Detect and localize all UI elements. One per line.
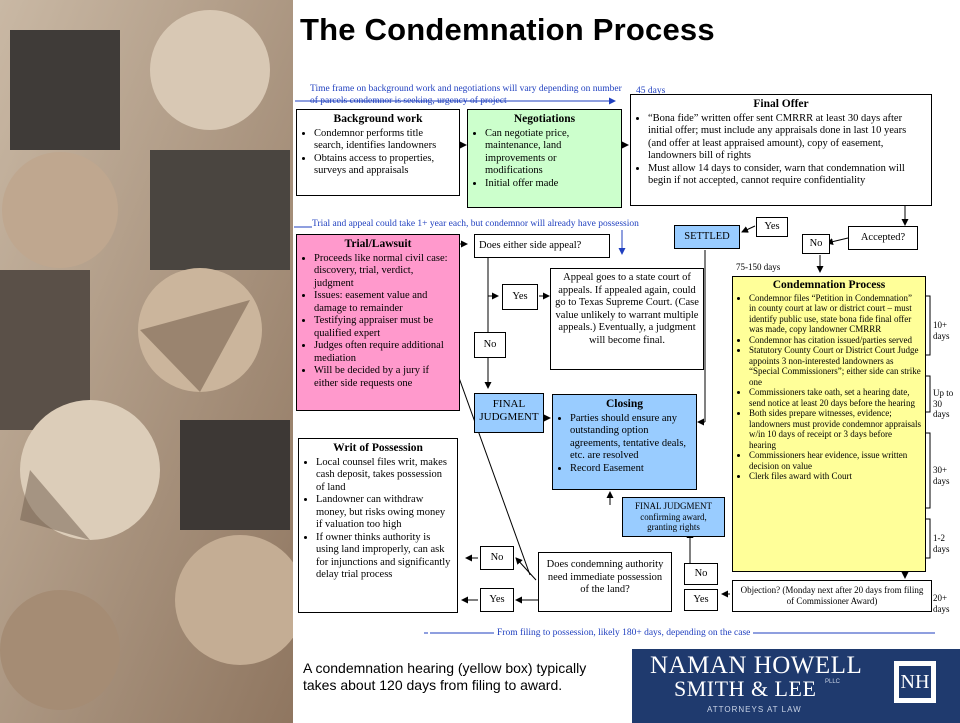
writ-of-possession-box: Writ of Possession Local counsel files w… (298, 438, 458, 613)
trial-item: Issues: easement value and damage to rem… (314, 290, 454, 315)
logo-line2: SMITH & LEE (674, 676, 817, 701)
negotiations-title: Negotiations (513, 113, 576, 125)
logo-sub: ATTORNEYS AT LAW (707, 705, 802, 714)
trial-time-note: Trial and appeal could take 1+ year each… (312, 219, 641, 230)
accepted-no-box: No (802, 234, 830, 254)
logo-pllc: PLLC (825, 679, 841, 685)
days-45-label: 45 days (636, 86, 666, 96)
condemnation-item: Condemnor has citation issued/parties se… (749, 335, 921, 346)
duration-label-2: Up to 30 days (933, 388, 954, 419)
condemnation-title: Condemnation Process (772, 279, 886, 291)
final-judgment-box: FINAL JUDGMENT (474, 393, 544, 433)
logo-line1: NAMAN HOWELL (650, 652, 863, 679)
trial-item: Proceeds like normal civil case: discove… (314, 253, 454, 291)
condemnation-item: Statutory County Court or District Court… (749, 345, 921, 387)
closing-item: Parties should ensure any outstanding op… (570, 413, 691, 463)
background-work-title: Background work (333, 113, 423, 125)
final-judgment-award-box: FINAL JUDGMENT confirming award, grantin… (622, 497, 725, 537)
condemnation-item: Both sides prepare witnesses, evidence; … (749, 408, 921, 450)
objection-no-box: No (684, 563, 718, 585)
duration-label-1: 10+ days (933, 320, 950, 341)
trial-item: Testifying appraiser must be qualified e… (314, 315, 454, 340)
possession-yes-box: Yes (480, 588, 514, 612)
appeal-no-box: No (474, 332, 506, 358)
negotiations-item: Can negotiate price, maintenance, land i… (485, 128, 616, 178)
writ-item: Landowner can withdraw money, but risks … (316, 494, 452, 532)
accepted-question-box: Accepted? (848, 226, 918, 250)
condemnation-item: Commissioners hear evidence, issue writt… (749, 450, 921, 471)
settled-box: SETTLED (674, 225, 740, 249)
possession-no-box: No (480, 546, 514, 570)
appeal-question-box: Does either side appeal? (474, 234, 610, 258)
negotiations-box: Negotiations Can negotiate price, mainte… (467, 109, 622, 208)
objection-yes-box: Yes (684, 589, 718, 611)
logo-mark-icon: NH (894, 661, 936, 703)
background-item: Condemnor performs title search, identif… (314, 128, 454, 153)
trial-title: Trial/Lawsuit (344, 238, 412, 250)
condemnation-item: Clerk files award with Court (749, 471, 921, 482)
final-offer-box: Final Offer “Bona fide” written offer se… (630, 94, 932, 206)
bottom-span-note: From filing to possession, likely 180+ d… (494, 628, 754, 639)
condemnation-item: Commissioners take oath, set a hearing d… (749, 387, 921, 408)
trial-item: Judges often require additional mediatio… (314, 340, 454, 365)
logo-mark-letters: NH (899, 666, 931, 698)
condemnation-process-box: Condemnation Process Condemnor files “Pe… (732, 276, 926, 572)
negotiations-item: Initial offer made (485, 178, 616, 191)
writ-item: If owner thinks authority is using land … (316, 532, 452, 582)
timeframe-note-line2: of parcels condemnor is seeking, urgency… (310, 96, 507, 106)
trial-item: Will be decided by a jury if either side… (314, 365, 454, 390)
condemnation-item: Condemnor files “Petition in Condemnatio… (749, 293, 921, 335)
writ-item: Local counsel files writ, makes cash dep… (316, 457, 452, 495)
background-item: Obtains access to properties, surveys an… (314, 153, 454, 178)
trial-lawsuit-box: Trial/Lawsuit Proceeds like normal civil… (296, 234, 460, 411)
final-offer-item: Must allow 14 days to consider, warn tha… (648, 163, 926, 188)
caption-text: A condemnation hearing (yellow box) typi… (303, 660, 587, 693)
duration-label-4: 1-2 days (933, 533, 950, 554)
objection-box: Objection? (Monday next after 20 days fr… (732, 580, 932, 612)
timeframe-note-line1: Time frame on background work and negoti… (310, 84, 622, 94)
accepted-yes-box: Yes (756, 217, 788, 237)
closing-box: Closing Parties should ensure any outsta… (552, 394, 697, 490)
writ-title: Writ of Possession (333, 442, 423, 454)
background-work-box: Background work Condemnor performs title… (296, 109, 460, 196)
final-offer-title: Final Offer (753, 98, 809, 110)
final-offer-item: “Bona fide” written offer sent CMRRR at … (648, 113, 926, 163)
closing-item: Record Easement (570, 463, 691, 476)
page-title: The Condemnation Process (300, 12, 715, 47)
firm-logo: NAMAN HOWELL SMITH & LEE PLLC ATTORNEYS … (632, 649, 960, 723)
appeal-yes-box: Yes (502, 284, 538, 310)
closing-title: Closing (605, 398, 644, 410)
duration-label-5: 20+ days (933, 593, 950, 614)
duration-label-3: 30+ days (933, 465, 950, 486)
aerial-farmland-photo (0, 0, 293, 723)
days-75-150-label: 75-150 days (736, 262, 781, 272)
appeal-text-box: Appeal goes to a state court of appeals.… (550, 268, 704, 370)
immediate-possession-box: Does condemning authority need immediate… (538, 552, 672, 612)
